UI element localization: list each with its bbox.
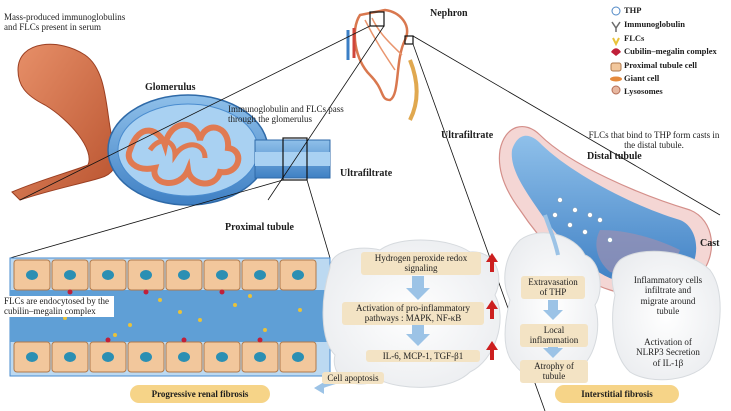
legend-immunoglobulin: Immunoglobulin xyxy=(624,19,685,29)
left-step-2: Activation of pro-inflammatory pathways … xyxy=(342,302,484,325)
lower-cell-row xyxy=(13,341,317,373)
nuclei xyxy=(26,270,304,362)
glomerulus-title: Glomerulus xyxy=(145,82,196,93)
afferent-vessel xyxy=(11,43,117,201)
legend-proximal-cell: Proximal tubule cell xyxy=(624,60,698,70)
thp-cast-note: FLCs that bind to THP form casts in the … xyxy=(588,130,720,151)
left-step-3: IL-6, MCP-1, TGF-β1 xyxy=(366,350,480,363)
thp-particles xyxy=(552,197,613,243)
glomerulus-note: Immunoglobulin and FLCs pass through the… xyxy=(228,104,344,125)
legend-giant-cell: Giant cell xyxy=(624,73,660,83)
right-step-3: Atrophy of tubule xyxy=(520,360,588,383)
endocytosis-note: FLCs are endocytosed by the cubilin–mega… xyxy=(4,296,114,317)
red-up-arrow xyxy=(486,253,498,360)
legend-flcs: FLCs xyxy=(624,33,645,43)
legend-cubilin-megalin: Cubilin–megalin complex xyxy=(624,46,717,56)
legend-icons xyxy=(610,6,622,95)
right-step-2: Local inflammation xyxy=(520,324,588,347)
cubilin-megalin-marks xyxy=(67,289,263,343)
serum-note: Mass-produced immunoglobulins and FLCs p… xyxy=(4,12,126,33)
proximal-tubule-title: Proximal tubule xyxy=(225,222,294,233)
proximal-tube-segment xyxy=(254,137,331,181)
right-step-1: Extravasation of THP xyxy=(521,276,585,299)
nephron-title: Nephron xyxy=(430,8,468,19)
legend-thp: THP xyxy=(624,5,642,15)
cast-label: Cast xyxy=(700,238,720,249)
legend-lysosomes: Lysosomes xyxy=(624,86,663,96)
progressive-fibrosis-badge: Progressive renal fibrosis xyxy=(130,385,270,403)
nephron-thumbnail xyxy=(346,8,419,121)
proximal-tubule-section xyxy=(9,257,331,377)
interstitial-fibrosis-badge: Interstitial fibrosis xyxy=(555,385,679,403)
distal-tubule-title: Distal tubule xyxy=(587,151,642,162)
cell-apoptosis: Cell apoptosis xyxy=(322,372,384,385)
nlrp3-note: Activation of NLRP3 Secretion of IL-1β xyxy=(636,337,700,368)
ultrafiltrate-left-label: Ultrafiltrate xyxy=(340,168,393,179)
inflammatory-infiltrate-note: Inflammatory cells infiltrate and migrat… xyxy=(633,275,703,317)
left-step-1: Hydrogen peroxide redox signaling xyxy=(361,252,481,275)
ultrafiltrate-right-label: Ultrafiltrate xyxy=(441,130,494,141)
